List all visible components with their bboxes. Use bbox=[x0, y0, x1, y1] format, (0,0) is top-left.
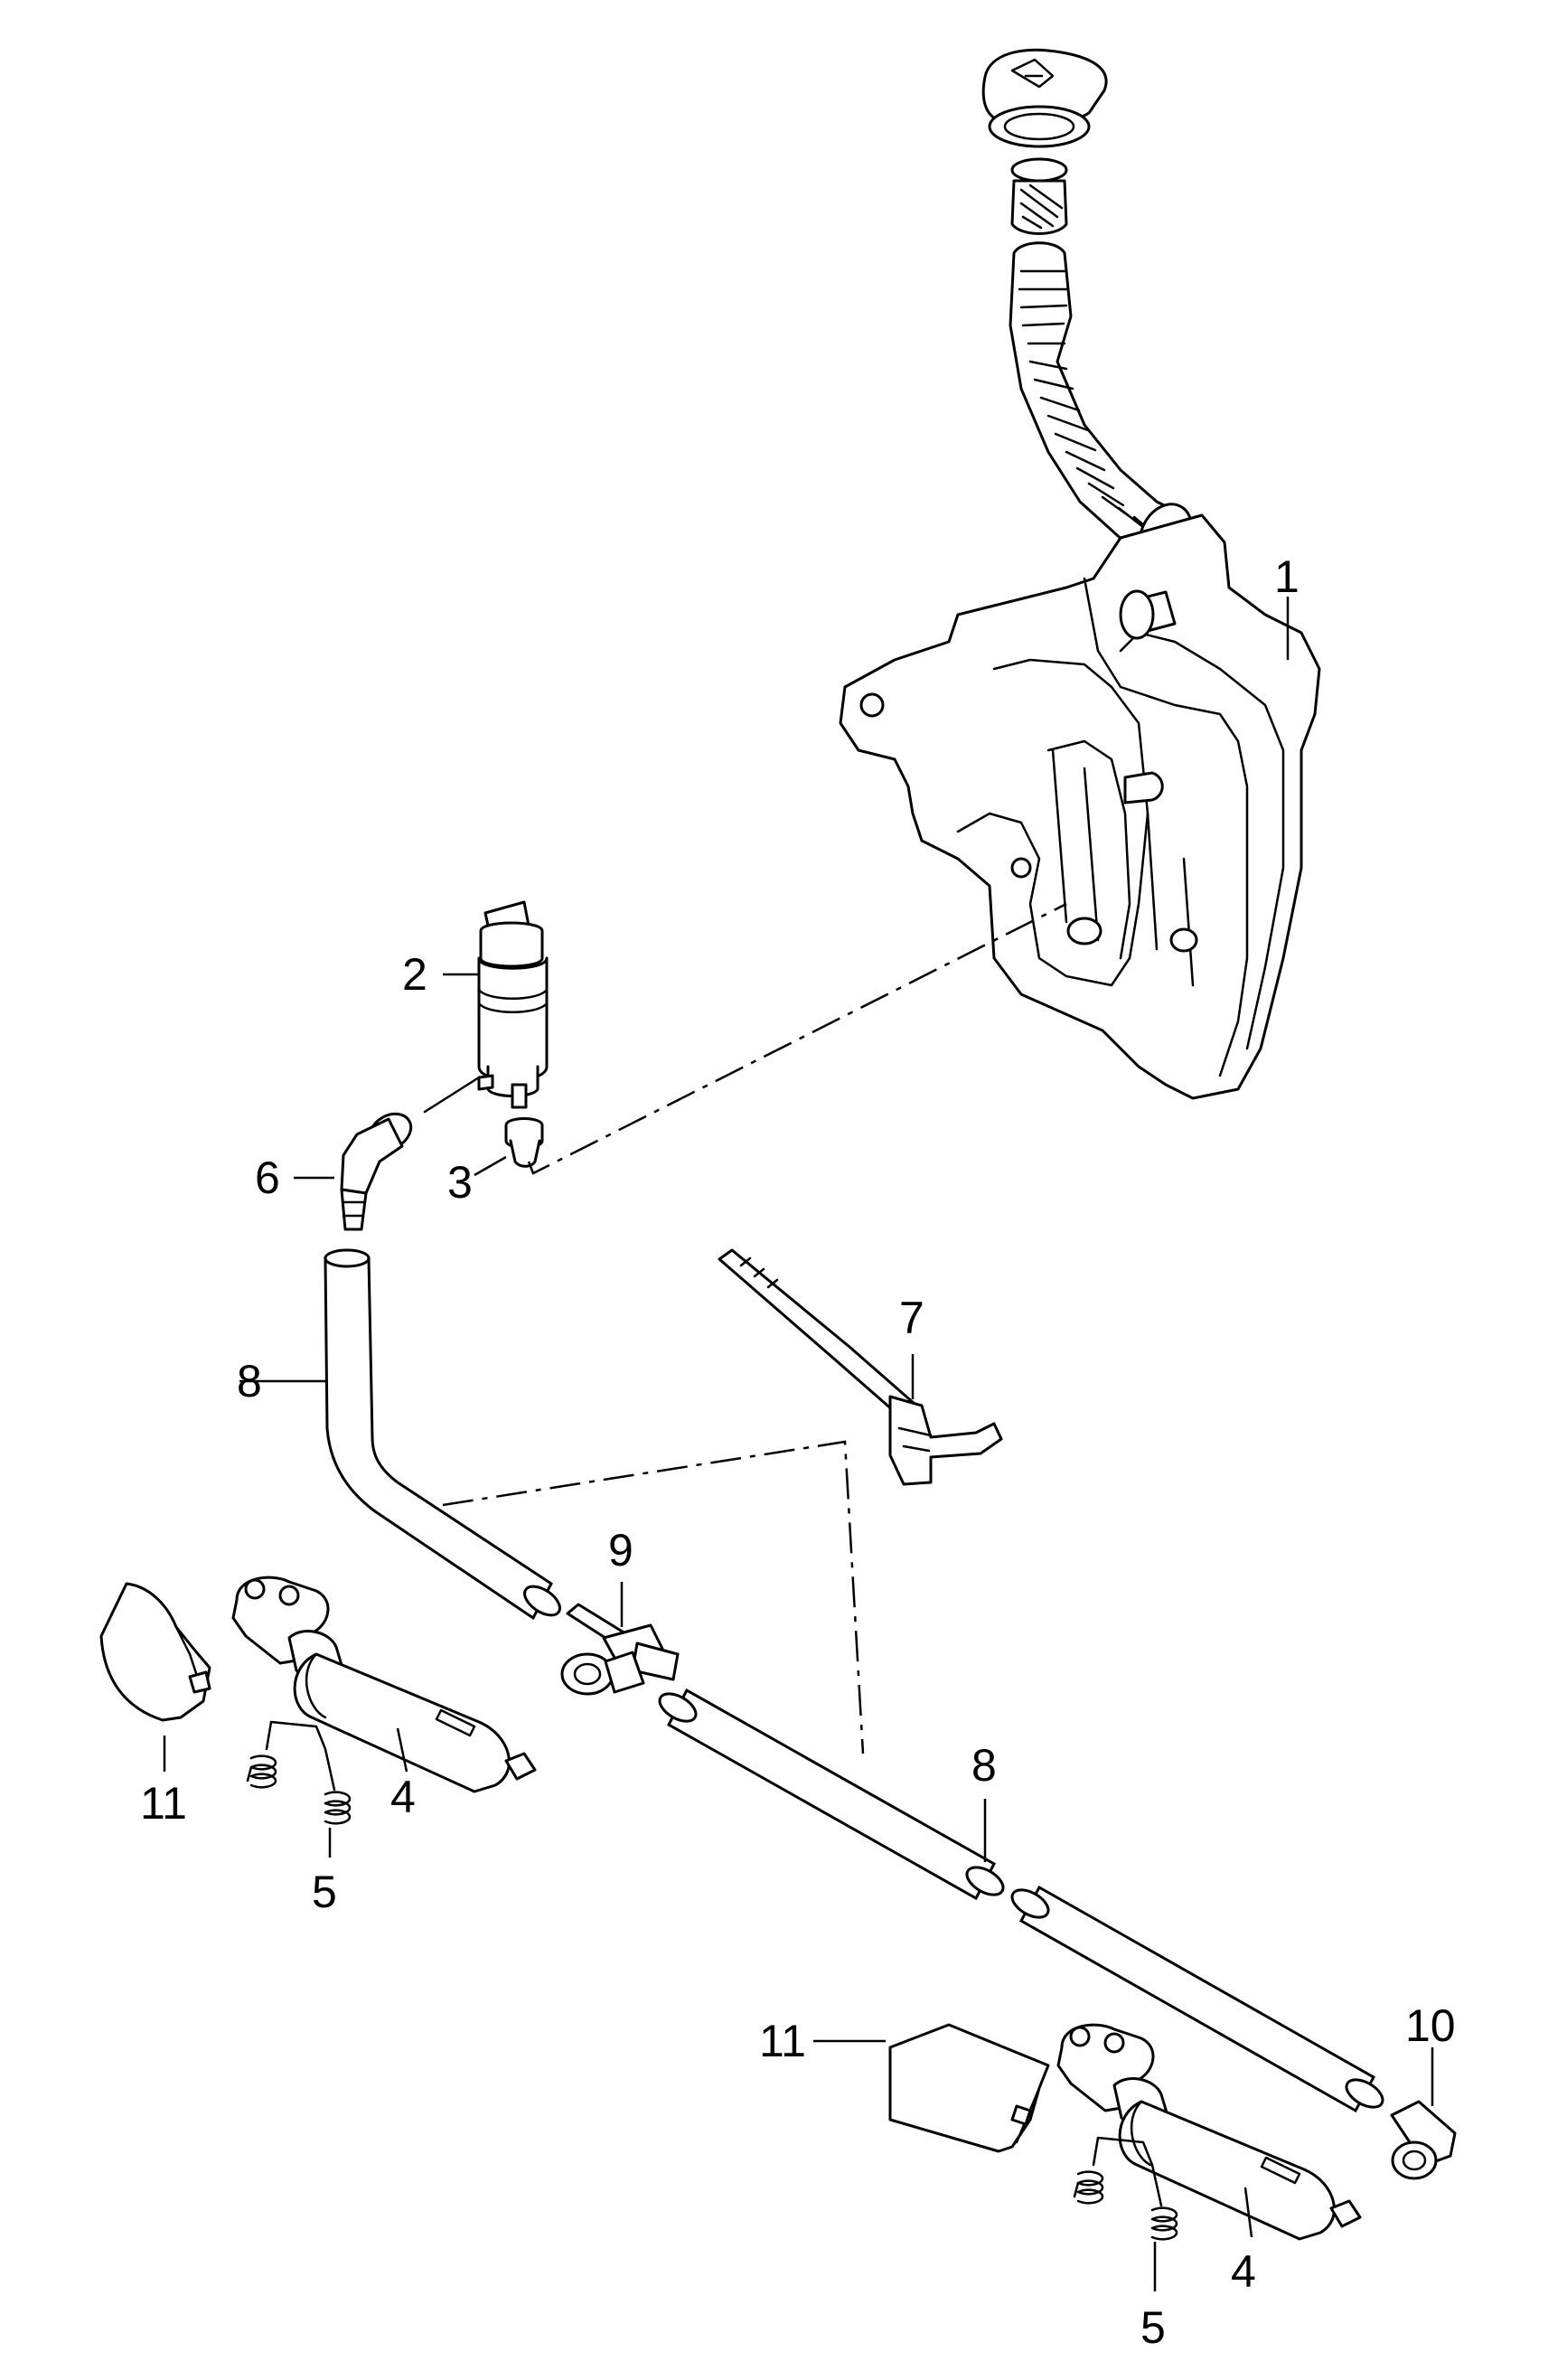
t-connector bbox=[560, 1603, 680, 1696]
callout-5a: 5 bbox=[312, 1867, 337, 1917]
spring-right bbox=[1073, 2136, 1178, 2241]
washer-fluid-reservoir bbox=[839, 513, 1321, 1100]
cover-cap-right bbox=[888, 2023, 1050, 2153]
callout-1: 1 bbox=[1274, 551, 1300, 602]
callout-5b: 5 bbox=[1140, 2302, 1166, 2353]
cable-tie-clip bbox=[718, 1248, 1003, 1486]
callout-11a: 11 bbox=[140, 1778, 187, 1829]
hose-left bbox=[324, 1248, 561, 1621]
spring-left bbox=[246, 1720, 352, 1825]
callout-8b: 8 bbox=[971, 1740, 997, 1791]
callout-9: 9 bbox=[608, 1525, 633, 1576]
filler-strainer bbox=[1010, 157, 1068, 235]
callout-7: 7 bbox=[899, 1293, 924, 1343]
callout-3: 3 bbox=[447, 1157, 473, 1208]
elbow-connector-right bbox=[1390, 2100, 1457, 2180]
headlamp-washer-nozzle-left bbox=[231, 1576, 537, 1793]
callout-4a: 4 bbox=[390, 1772, 416, 1822]
callout-6: 6 bbox=[255, 1152, 280, 1203]
hose-middle bbox=[658, 1688, 1005, 1901]
callout-11b: 11 bbox=[759, 2016, 806, 2066]
pump-grommet bbox=[504, 1117, 544, 1168]
callouts: 1 2 3 6 8 7 9 8 11 4 5 10 11 4 5 bbox=[140, 551, 1456, 2353]
headlamp-washer-nozzle-right bbox=[1056, 2023, 1362, 2241]
assembly-line-clip bbox=[442, 1440, 865, 1754]
cover-cap-left bbox=[99, 1582, 211, 1722]
washer-pump bbox=[477, 900, 549, 1109]
leader-lines bbox=[163, 597, 1434, 2291]
callout-4b: 4 bbox=[1231, 2246, 1256, 2297]
filler-cap bbox=[981, 48, 1108, 148]
hose-right bbox=[1010, 1885, 1384, 2113]
callout-10: 10 bbox=[1405, 2000, 1456, 2051]
callout-2: 2 bbox=[402, 949, 427, 1000]
assembly-line-reservoir bbox=[527, 902, 1067, 1175]
callout-8a: 8 bbox=[237, 1356, 262, 1406]
elbow-connector bbox=[340, 1076, 481, 1231]
